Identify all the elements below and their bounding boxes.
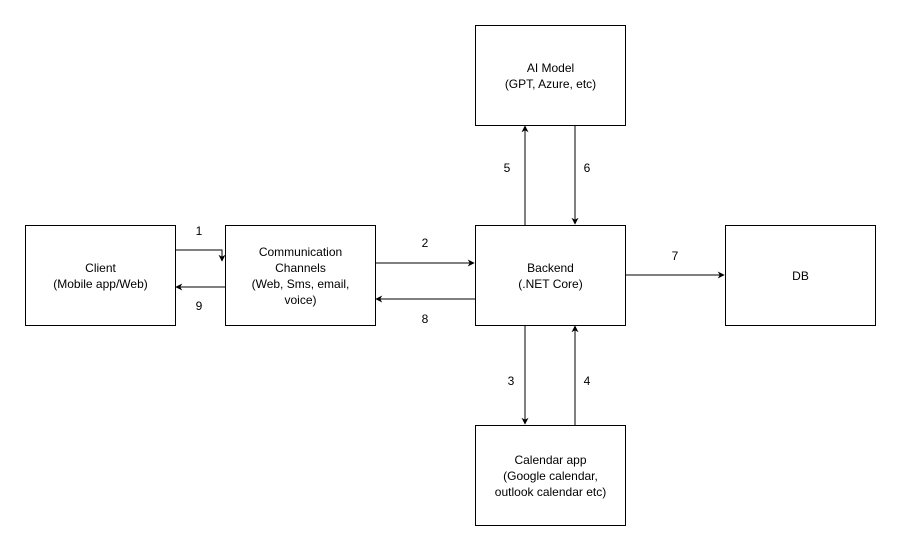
ai-model-label: AI Model (GPT, Azure, etc) bbox=[504, 60, 597, 91]
client-label: Client (Mobile app/Web) bbox=[53, 260, 148, 291]
ai-model-node: AI Model (GPT, Azure, etc) bbox=[475, 25, 626, 126]
edge-4-label: 4 bbox=[583, 374, 591, 388]
communication-channels-node: Communication Channels (Web, Sms, email,… bbox=[225, 225, 376, 326]
edge-5-label: 5 bbox=[503, 161, 511, 175]
db-node: DB bbox=[725, 225, 876, 326]
backend-node: Backend (.NET Core) bbox=[475, 225, 626, 326]
backend-label: Backend (.NET Core) bbox=[518, 260, 583, 291]
edge-3-label: 3 bbox=[507, 374, 515, 388]
calendar-app-label: Calendar app (Google calendar, outlook c… bbox=[494, 452, 607, 499]
edge-8-label: 8 bbox=[421, 312, 429, 326]
edge-9-label: 9 bbox=[195, 299, 203, 313]
edge-1-label: 1 bbox=[195, 224, 203, 238]
client-node: Client (Mobile app/Web) bbox=[25, 225, 176, 326]
edge-6-label: 6 bbox=[583, 161, 591, 175]
edge-7-label: 7 bbox=[671, 249, 679, 263]
edge-1-line bbox=[175, 249, 226, 262]
edge-2-label: 2 bbox=[421, 236, 429, 250]
calendar-app-node: Calendar app (Google calendar, outlook c… bbox=[475, 425, 626, 526]
db-label: DB bbox=[792, 268, 809, 283]
communication-channels-label: Communication Channels (Web, Sms, email,… bbox=[251, 244, 350, 307]
